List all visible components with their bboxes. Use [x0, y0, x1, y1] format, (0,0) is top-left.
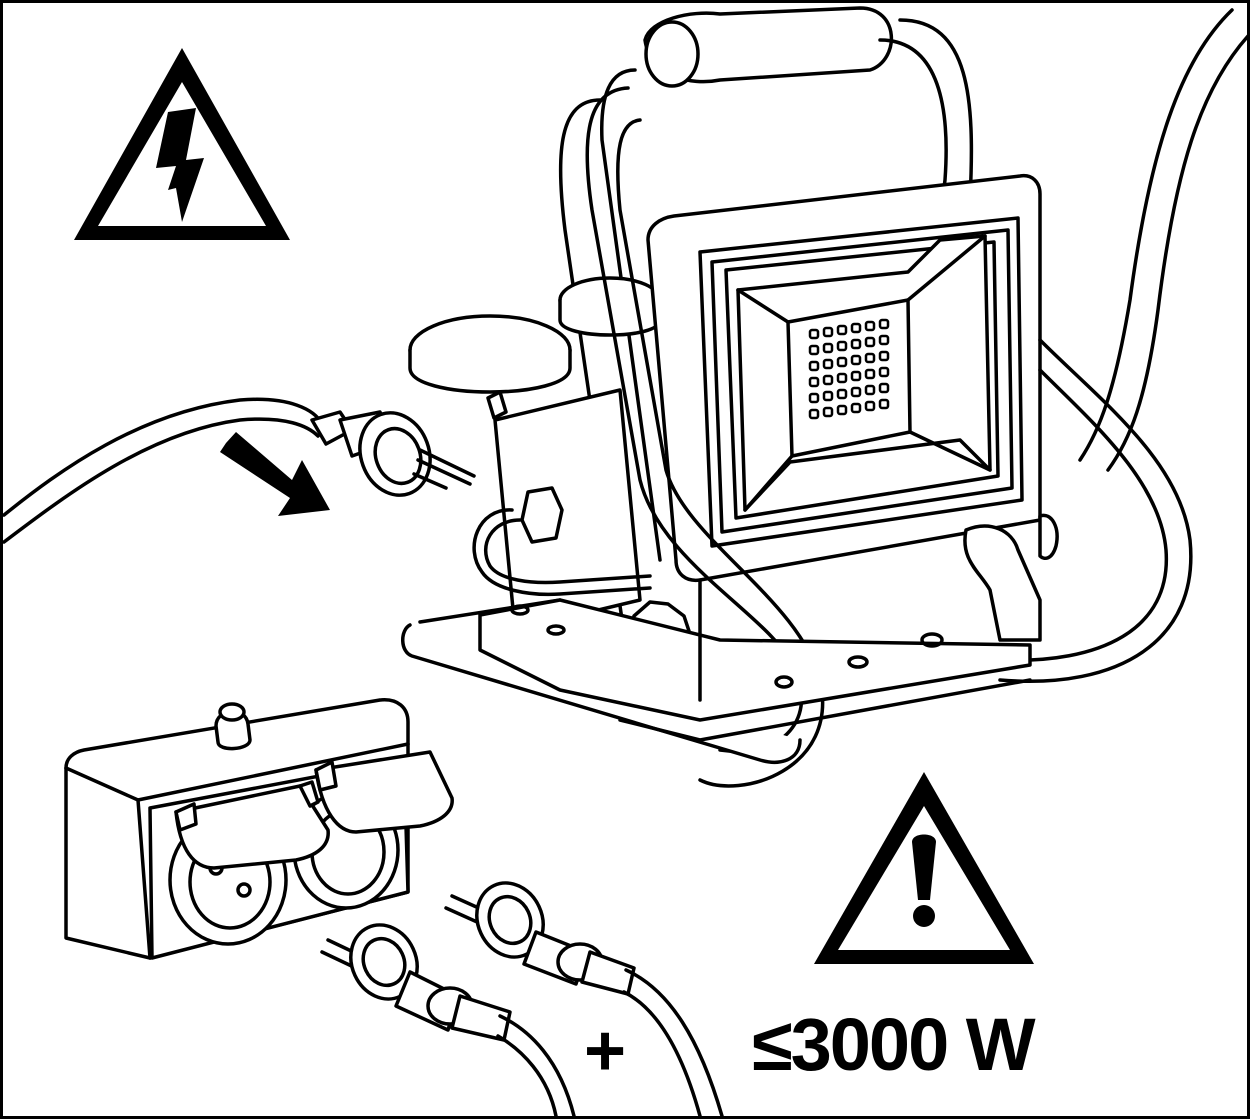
power-plug: [310, 410, 476, 497]
additional-plugs: [320, 881, 724, 1118]
plus-sign-label: +: [584, 1011, 626, 1091]
general-warning-icon: [814, 772, 1034, 964]
led-array: [808, 318, 890, 420]
max-power-label: ≤3000 W: [752, 1003, 1036, 1086]
floodlight-on-stand: [401, 6, 1250, 788]
arrow-right-down-icon: [220, 432, 330, 516]
power-cord: [2, 397, 324, 544]
high-voltage-warning-icon: [74, 48, 290, 240]
double-socket-box: [64, 698, 454, 960]
